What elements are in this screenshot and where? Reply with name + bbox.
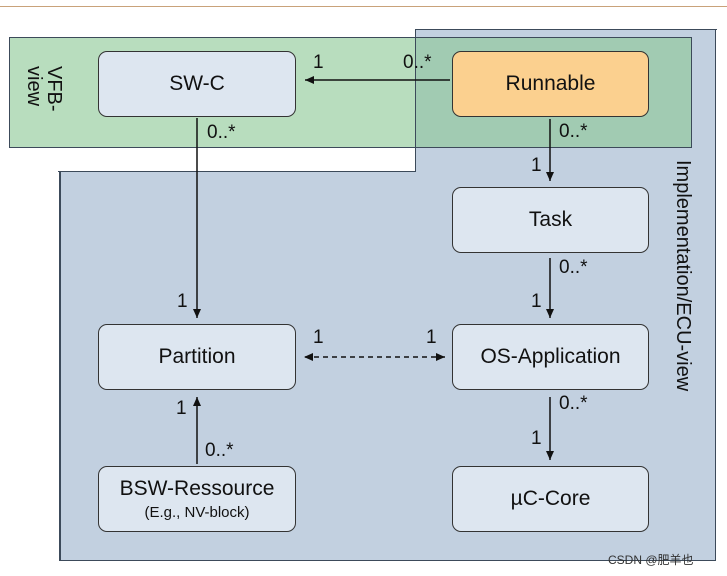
- os-application-box: OS-Application: [452, 324, 649, 390]
- multiplicity-label: 1: [531, 155, 542, 176]
- impl-region-border: [415, 29, 416, 172]
- partition-label: Partition: [158, 345, 236, 368]
- watermark: CSDN @肥羊也: [608, 553, 694, 567]
- bsw-resource-box: BSW-Ressource (E.g., NV-block): [98, 466, 296, 532]
- multiplicity-label: 1: [426, 327, 437, 348]
- multiplicity-label: 0..*: [559, 257, 588, 278]
- swc-label: SW-C: [169, 72, 225, 95]
- impl-region-border: [415, 29, 717, 30]
- multiplicity-label: 0..*: [559, 393, 588, 414]
- bsw-resource-sublabel: (E.g., NV-block): [144, 504, 250, 521]
- top-divider: [0, 6, 727, 7]
- multiplicity-label: 1: [531, 428, 542, 449]
- task-box: Task: [452, 187, 649, 253]
- partition-osapp-arrowhead-left: [304, 353, 313, 361]
- multiplicity-label: 0..*: [559, 121, 588, 142]
- multiplicity-label: 0..*: [205, 440, 234, 461]
- uc-core-label: µC-Core: [510, 487, 591, 510]
- uc-core-box: µC-Core: [452, 466, 649, 532]
- runnable-box: Runnable: [452, 51, 649, 117]
- multiplicity-label: 1: [531, 291, 542, 312]
- multiplicity-label: 0..*: [207, 122, 236, 143]
- multiplicity-label: 0..*: [403, 52, 432, 73]
- impl-region-border: [59, 171, 60, 561]
- partition-box: Partition: [98, 324, 296, 390]
- multiplicity-label: 1: [176, 398, 187, 419]
- swc-box: SW-C: [98, 51, 296, 117]
- bsw-resource-label: BSW-Ressource: [119, 477, 275, 500]
- runnable-label: Runnable: [505, 72, 596, 95]
- impl-region-border: [58, 171, 416, 172]
- multiplicity-label: 1: [177, 291, 188, 312]
- multiplicity-label: 1: [313, 327, 324, 348]
- task-label: Task: [528, 208, 573, 231]
- os-application-label: OS-Application: [480, 345, 621, 368]
- multiplicity-label: 1: [313, 52, 324, 73]
